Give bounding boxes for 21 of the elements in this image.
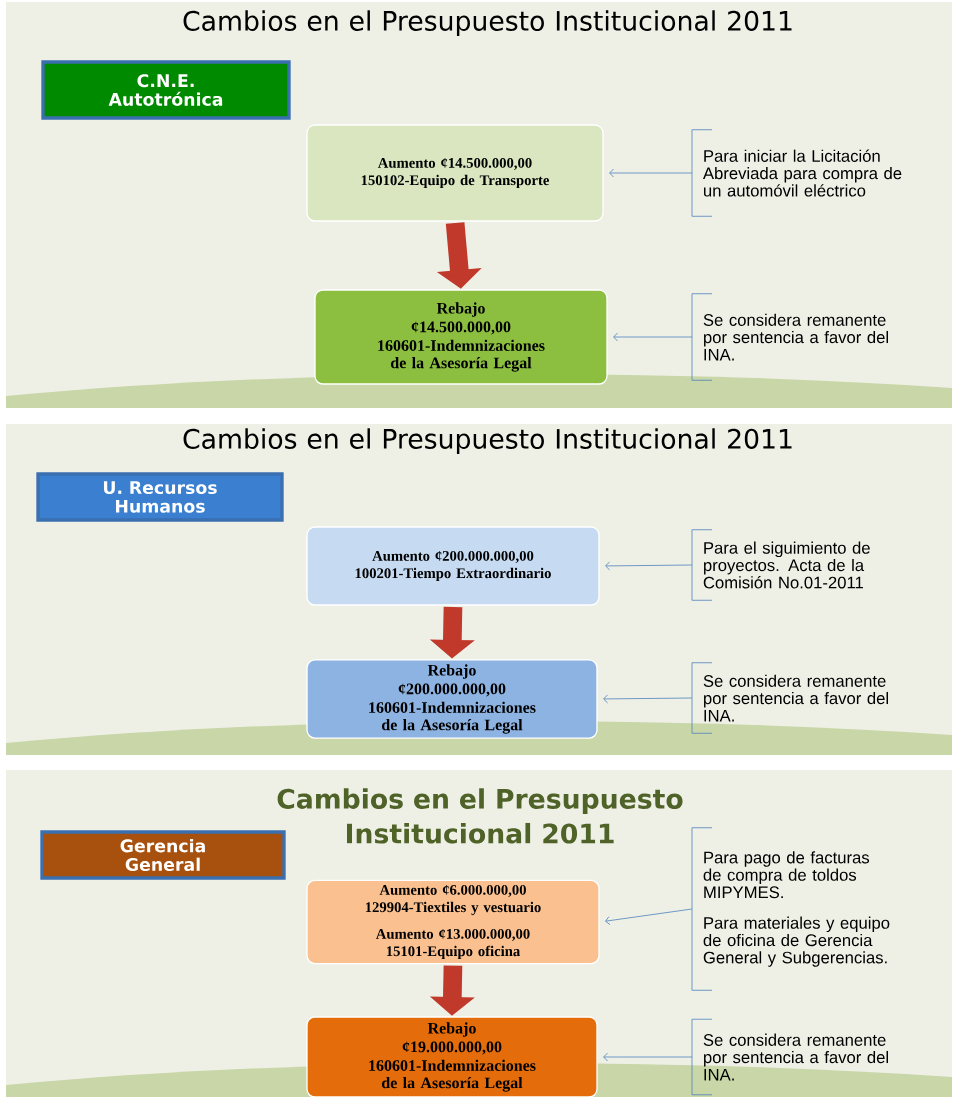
decrease-box: Rebajo ¢200.000.000,00 160601-Indemnizaciones de la Asesoría Legal [306, 659, 598, 739]
bracket-note: Se considera remanente por sentencia a favor del INA. [691, 662, 888, 734]
bracket-note: Se considera remanente por sentencia a favor del INA. [691, 1018, 888, 1096]
arrow [605, 908, 693, 925]
bracket-note: Para pago de facturas de compra de toldos MIPYMES. Para materiales y equipo de oficina de Gerencia General y Subgerencias. [691, 827, 890, 991]
arrow [603, 1052, 693, 1062]
increase-box: Aumento ¢14.500.000,00 150102-Equipo de Transporte [306, 124, 604, 222]
arrow [605, 561, 693, 571]
decrease-box: Rebajo ¢19.000.000,00 160601-Indemnizaciones de la Asesoría Legal [306, 1016, 598, 1097]
increase-box: Aumento ¢6.000.000,00 129904-Tiextiles y vestuario Aumento ¢13.000.000,00 15101-Equipo oficina [306, 879, 600, 965]
unit-box: U. Recursos Humanos [36, 472, 284, 522]
unit-box: Gerencia General [40, 830, 286, 880]
bracket-note: Se considera remanente por sentencia a favor del INA. [691, 293, 888, 381]
bracket-note: Para iniciar la Licitación Abreviada para compra de un automóvil eléctrico [691, 129, 902, 217]
decrease-box: Rebajo ¢14.500.000,00 160601-Indemnizaciones de la Asesoría Legal [314, 289, 608, 385]
increase-box: Aumento ¢200.000.000,00 100201-Tiempo Extraordinario [306, 526, 600, 606]
unit-box: C.N.E. Autotrónica [41, 60, 291, 120]
bracket-note: Para el siguimiento de proyectos. Acta de la Comisión No.01-2011 [691, 529, 870, 601]
arrow [613, 332, 693, 342]
arrow [609, 168, 693, 178]
arrow [603, 694, 693, 704]
